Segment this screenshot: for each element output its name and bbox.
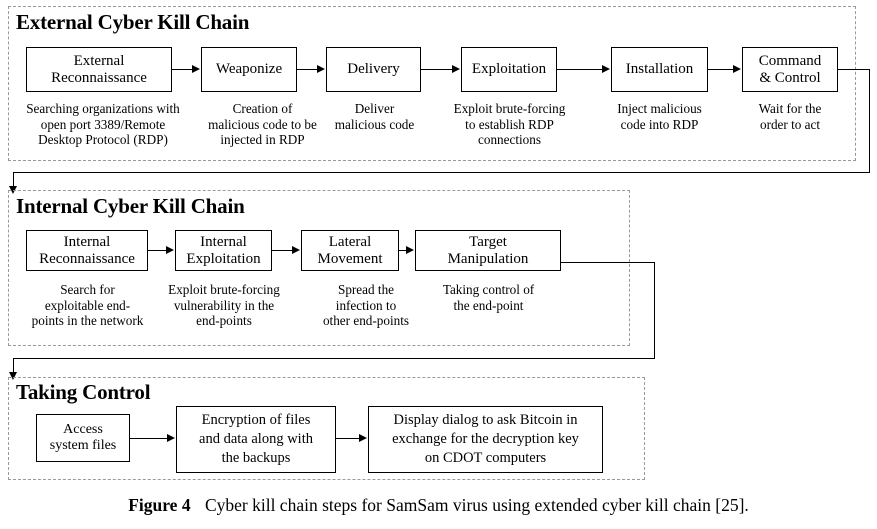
connector-internal-to-taking-top [561,262,655,263]
arrowhead-taking-2 [359,434,367,442]
connector-external-2 [297,69,318,70]
connector-taking-2 [336,438,360,439]
step-description-lateral-movement: Spread the infection to other end-points [322,282,410,329]
step-description-delivery: Deliver malicious code [334,101,415,132]
step-description-external-reconnaissance: Searching organizations with open port 3… [26,101,180,148]
arrowhead-external-4 [602,65,610,73]
group-title-external: External Cyber Kill Chain [16,10,250,34]
connector-external-3 [421,69,453,70]
step-box-internal-exploitation[interactable]: Internal Exploitation [175,230,272,271]
arrowhead-internal-2 [292,246,300,254]
step-box-lateral-movement[interactable]: Lateral Movement [301,230,399,271]
connector-internal-to-taking-bottom [13,358,655,359]
figure-caption: Figure 4 Cyber kill chain steps for SamS… [0,494,877,516]
connector-external-to-internal-bottom [13,172,870,173]
arrowhead-external-5 [733,65,741,73]
step-description-command-and-control: Wait for the order to act [758,101,822,132]
arrowhead-taking-1 [167,434,175,442]
step-box-access-system-files[interactable]: Access system files [36,414,130,462]
step-label-delivery: Delivery [347,61,400,77]
step-box-command-and-control[interactable]: Command & Control [742,47,838,92]
step-box-target-manipulation[interactable]: Target Manipulation [415,230,561,271]
step-description-internal-reconnaissance: Search for exploitable end- points in th… [31,282,144,329]
connector-external-5 [708,69,734,70]
step-label-external-reconnaissance: External Reconnaissance [51,52,147,86]
group-title-internal: Internal Cyber Kill Chain [16,194,245,218]
step-box-internal-reconnaissance[interactable]: Internal Reconnaissance [26,230,148,271]
connector-internal-to-taking-right [654,262,655,359]
step-box-installation[interactable]: Installation [611,47,708,92]
step-box-weaponize[interactable]: Weaponize [201,47,297,92]
connector-external-to-internal-top [838,69,870,70]
step-box-external-reconnaissance[interactable]: External Reconnaissance [26,47,172,92]
arrowhead-external-3 [452,65,460,73]
step-description-installation: Inject malicious code into RDP [617,101,702,132]
connector-external-4 [557,69,603,70]
step-label-display-dialog-bitcoin: Display dialog to ask Bitcoin in exchang… [392,412,579,466]
connector-internal-1 [148,250,167,251]
connector-external-to-internal-right [869,69,870,173]
arrowhead-external-2 [317,65,325,73]
arrowhead-internal-1 [166,246,174,254]
connector-internal-to-taking-drop [13,358,14,375]
figure-label: Figure 4 [128,495,191,515]
step-description-exploitation: Exploit brute-forcing to establish RDP c… [453,101,566,148]
connector-external-to-internal-drop [13,172,14,189]
step-label-internal-exploitation: Internal Exploitation [186,233,261,267]
group-external-cyber-kill-chain [8,6,856,161]
arrowhead-external-1 [192,65,200,73]
figure-caption-text: Cyber kill chain steps for SamSam virus … [204,495,749,515]
connector-taking-1 [130,438,168,439]
step-description-internal-exploitation: Exploit brute-forcing vulnerability in t… [168,282,280,329]
step-label-weaponize: Weaponize [215,61,283,77]
group-internal-cyber-kill-chain [8,190,630,346]
connector-external-1 [172,69,193,70]
step-label-lateral-movement: Lateral Movement [317,233,383,267]
step-label-installation: Installation [625,61,694,77]
step-label-access-system-files: Access system files [49,422,117,453]
step-description-weaponize: Creation of malicious code to be injecte… [208,101,317,148]
step-label-exploitation: Exploitation [471,61,547,77]
step-box-encryption-of-files[interactable]: Encryption of files and data along with … [176,406,336,473]
connector-internal-2 [272,250,293,251]
arrowhead-internal-3 [406,246,414,254]
connector-internal-3 [399,250,407,251]
step-box-exploitation[interactable]: Exploitation [461,47,557,92]
group-taking-control [8,377,645,480]
arrowhead-internal-to-taking [9,372,17,380]
group-title-taking-control: Taking Control [16,380,151,404]
step-label-encryption-of-files: Encryption of files and data along with … [199,412,313,466]
step-label-internal-reconnaissance: Internal Reconnaissance [39,233,135,267]
step-description-target-manipulation: Taking control of the end-point [442,282,535,313]
step-box-display-dialog-bitcoin[interactable]: Display dialog to ask Bitcoin in exchang… [368,406,603,473]
step-label-command-and-control: Command & Control [758,52,822,86]
step-label-target-manipulation: Target Manipulation [447,233,529,267]
step-box-delivery[interactable]: Delivery [326,47,421,92]
